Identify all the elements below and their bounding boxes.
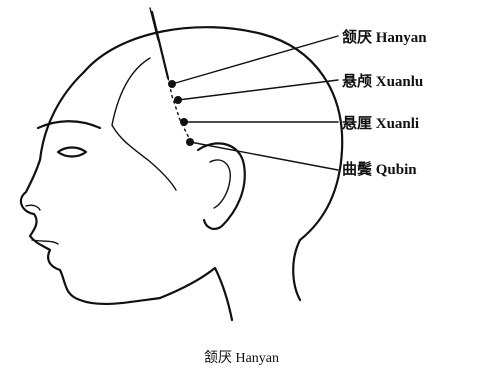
face-profile: [21, 72, 160, 304]
acupoint-label-hanyan: 颔厌 Hanyan: [342, 28, 427, 46]
ear-inner: [210, 160, 230, 208]
ear: [198, 143, 245, 228]
needle-handle: [150, 8, 158, 40]
acupoint-label-xuanli: 悬厘 Xuanli: [342, 114, 419, 132]
leader-line-hanyan: [172, 36, 338, 84]
eye: [58, 148, 86, 157]
nostril: [26, 205, 40, 210]
hairline: [112, 58, 176, 190]
figure-caption: 颔厌 Hanyan: [0, 347, 483, 367]
leader-line-qubin: [190, 142, 338, 170]
acupoint-label-qubin: 曲鬓 Qubin: [342, 160, 417, 178]
jaw-line: [160, 268, 232, 320]
acupoint-label-xuanlu: 悬颅 Xuanlu: [342, 72, 423, 90]
needle-shaft: [152, 12, 168, 78]
leader-line-xuanlu: [178, 80, 338, 100]
